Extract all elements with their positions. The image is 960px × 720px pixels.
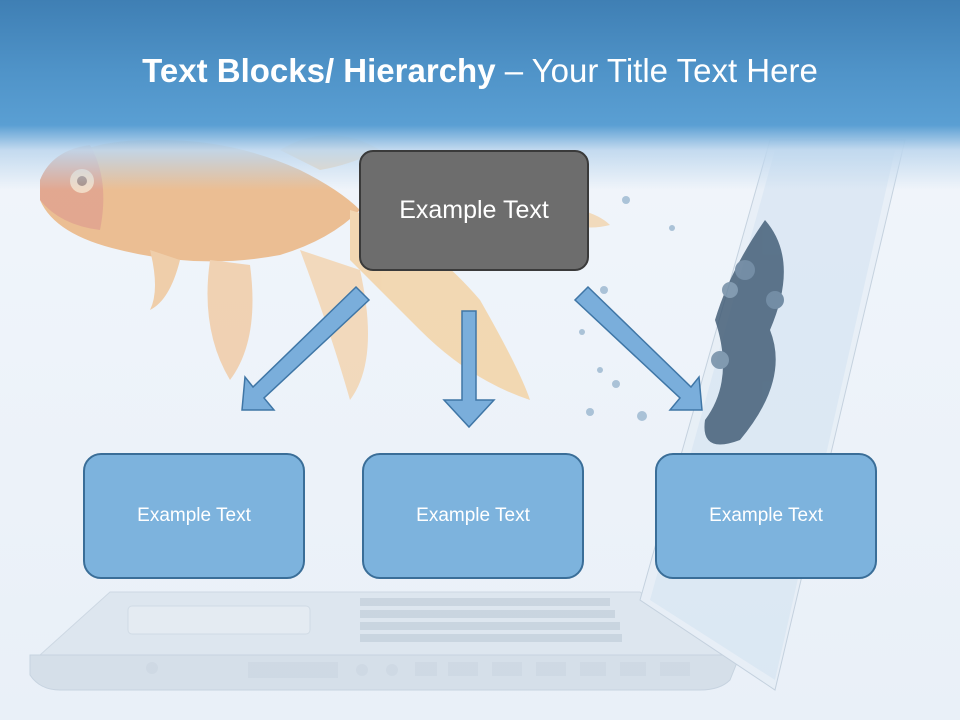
child-text-box-2[interactable]: Example Text — [362, 453, 584, 579]
top-text-box[interactable]: Example Text — [359, 150, 589, 271]
child-text-box-1[interactable]: Example Text — [83, 453, 305, 579]
water-splash-image — [579, 196, 784, 445]
slide-title-rest: – Your Title Text Here — [495, 52, 818, 89]
child-text-box-3[interactable]: Example Text — [655, 453, 877, 579]
slide-title-bold: Text Blocks/ Hierarchy — [142, 52, 496, 89]
slide-title: Text Blocks/ Hierarchy – Your Title Text… — [0, 52, 960, 90]
arrow-down-left — [241, 285, 371, 411]
arrow-down-right — [573, 285, 703, 411]
arrow-down — [442, 310, 496, 429]
